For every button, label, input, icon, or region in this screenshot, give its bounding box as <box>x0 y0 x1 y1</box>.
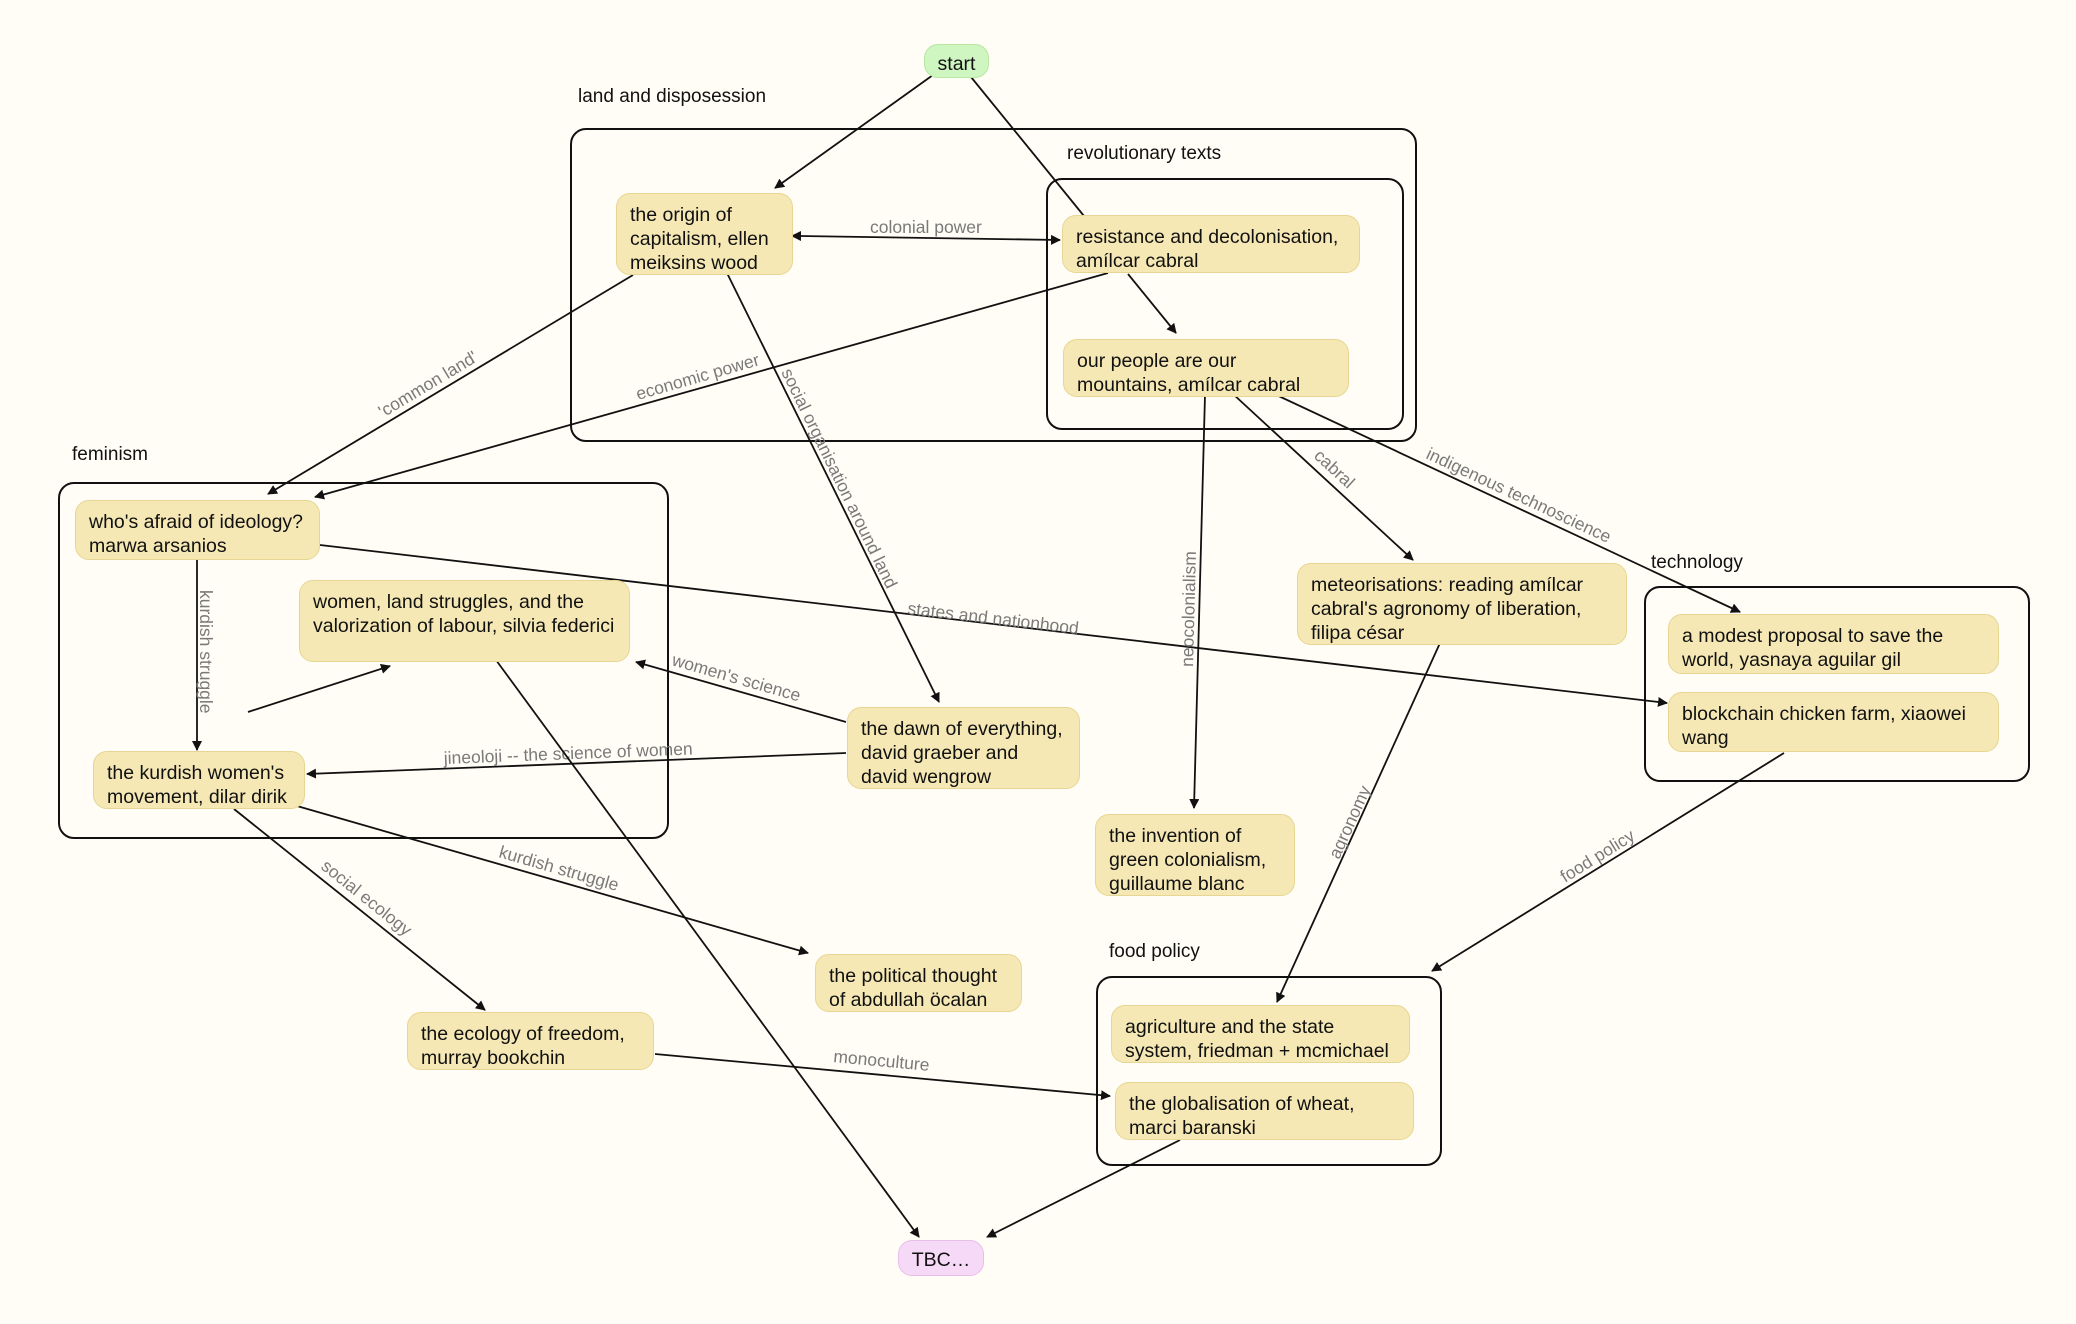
node-resistance-and-decolonisation[interactable]: resistance and decolonisation, amílcar c… <box>1062 215 1360 273</box>
edge-label-social-ecology: social ecology <box>317 856 415 940</box>
node-political-thought-ocalan[interactable]: the political thought of abdullah öcalan <box>815 954 1022 1012</box>
edge-label-colonial-power: colonial power <box>870 217 982 237</box>
node-dawn-of-everything[interactable]: the dawn of everything, david graeber an… <box>847 707 1080 789</box>
node-globalisation-of-wheat[interactable]: the globalisation of wheat, marci barans… <box>1115 1082 1414 1140</box>
edge-label-indigenous-technoscience: indigenous technoscience <box>1423 443 1614 546</box>
edge-afraid-blockchain <box>319 544 1668 707</box>
edge-women-land-tbc <box>495 659 920 1238</box>
edge-blockchain-food-policy <box>1431 752 1785 972</box>
cluster-title-land: land and disposession <box>578 86 767 107</box>
edge-kurdish-ecology <box>233 808 486 1011</box>
node-start[interactable]: start <box>924 44 989 78</box>
node-women-land-struggles[interactable]: women, land struggles, and the valorizat… <box>299 580 630 662</box>
cluster-title-feminism: feminism <box>72 444 149 465</box>
edge-start-resistance <box>970 76 1085 217</box>
cluster-title-food-policy: food policy <box>1109 941 1200 962</box>
edge-resistance-ourpeople <box>1127 273 1177 334</box>
edge-origin-resistance <box>791 231 1061 245</box>
node-invention-of-green-colonialism[interactable]: the invention of green colonialism, guil… <box>1095 814 1295 896</box>
edge-label-social-organisation: social organisation around land <box>777 365 901 592</box>
cluster-technology <box>1644 586 2030 782</box>
edge-label-states-and-nationhood: states and nationhood <box>907 598 1080 638</box>
node-kurdish-womens-movement[interactable]: the kurdish women's movement, dilar diri… <box>93 751 305 809</box>
edge-kurdish-women-land <box>247 664 391 713</box>
edge-ecology-wheat <box>654 1053 1111 1101</box>
edge-dawn-kurdish <box>306 752 847 779</box>
edge-label-common-land: 'common land' <box>375 347 481 422</box>
edge-resistance-afraid <box>314 272 1109 500</box>
node-agriculture-and-the-state[interactable]: agriculture and the state system, friedm… <box>1111 1005 1410 1063</box>
cluster-revolutionary-texts <box>1046 178 1404 430</box>
node-ecology-of-freedom[interactable]: the ecology of freedom, murray bookchin <box>407 1012 654 1070</box>
edge-meteor-agriculture <box>1276 642 1441 1003</box>
edge-origin-dawn <box>726 272 940 703</box>
node-origin-of-capitalism[interactable]: the origin of capitalism, ellen meiksins… <box>616 193 793 275</box>
node-tbc[interactable]: TBC… <box>898 1240 984 1276</box>
edge-label-monoculture: monoculture <box>833 1046 931 1075</box>
edge-label-agronomy: agronomy <box>1324 782 1374 861</box>
cluster-land-and-disposession <box>570 128 1417 442</box>
edge-ourpeople-modest <box>1269 391 1741 613</box>
edge-ourpeople-meteor <box>1232 393 1414 561</box>
edge-start-origin <box>774 74 934 189</box>
edge-kurdish-political <box>296 805 809 956</box>
node-blockchain-chicken-farm[interactable]: blockchain chicken farm, xiaowei wang <box>1668 692 1999 752</box>
edge-ourpeople-green <box>1189 394 1206 809</box>
edge-wheat-tbc <box>986 1139 1181 1238</box>
node-whos-afraid-of-ideology[interactable]: who's afraid of ideology? marwa arsanios <box>75 500 320 560</box>
edge-origin-afraid <box>267 274 634 495</box>
edge-label-cabral: cabral <box>1310 445 1359 492</box>
node-modest-proposal[interactable]: a modest proposal to save the world, yas… <box>1668 614 1999 674</box>
edge-dawn-women-land <box>635 659 847 723</box>
cluster-title-technology: technology <box>1651 552 1743 573</box>
cluster-title-revolutionary: revolutionary texts <box>1067 143 1222 164</box>
node-meteorisations[interactable]: meteorisations: reading amílcar cabral's… <box>1297 563 1627 645</box>
edge-label-neocolonialism: neocolonialism <box>1177 551 1200 667</box>
edge-label-kurdish-struggle-1: kurdish struggle <box>196 590 216 714</box>
cluster-food-policy <box>1096 976 1442 1166</box>
node-our-people-are-our-mountains[interactable]: our people are our mountains, amílcar ca… <box>1063 339 1349 397</box>
edge-label-food-policy: food policy <box>1557 825 1639 886</box>
